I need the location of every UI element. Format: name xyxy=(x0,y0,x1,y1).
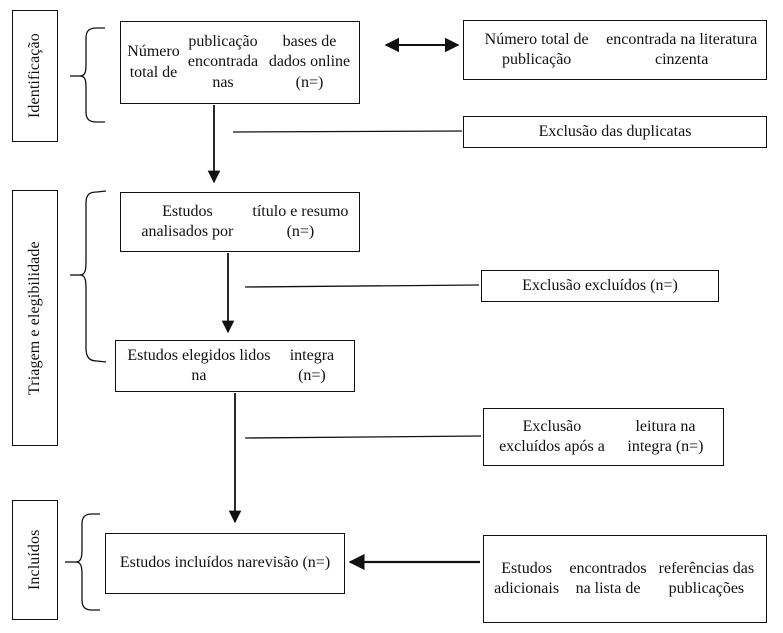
stage-label-identificacao: Identificação xyxy=(12,10,58,142)
node-additional-references: Estudos adicionais encontrados na lista … xyxy=(483,535,767,623)
node-excluded-screening: Exclusão excluídos (n=) xyxy=(481,270,719,302)
node-fulltext-read-line-2: integra (n=) xyxy=(289,346,335,384)
node-additional-references-line-1: Estudos adicionais xyxy=(494,559,560,597)
node-excluded-fulltext-line-1: Exclusão excluídos após a xyxy=(499,417,605,455)
stage-label-incluidos: Incluídos xyxy=(12,500,58,620)
node-duplicates-excluded: Exclusão das duplicatas xyxy=(463,116,767,148)
node-additional-references-line-3: referências das publicações xyxy=(658,559,755,597)
node-duplicates-excluded-line-1: Exclusão das duplicatas xyxy=(538,122,692,140)
node-excluded-fulltext-line-2: leitura na integra (n=) xyxy=(627,417,704,455)
node-fulltext-read: Estudos elegidos lidos na integra (n=) xyxy=(115,340,355,392)
node-screened-title-abstract-line-1: Estudos analisados por xyxy=(141,202,234,240)
connector-fulltext-to-excluded xyxy=(244,435,482,439)
node-excluded-screening-line-1: Exclusão excluídos (n=) xyxy=(522,276,678,294)
node-screened-title-abstract: Estudos analisados por título e resumo (… xyxy=(120,192,360,252)
node-included-review: Estudos incluídos na revisão (n=) xyxy=(105,533,345,594)
node-fulltext-read-line-1: Estudos elegidos lidos na xyxy=(127,346,271,384)
node-online-databases-line-2: publicação encontrada nas xyxy=(187,32,259,91)
brace-identificacao xyxy=(70,27,105,123)
connector-databases-to-duplicates xyxy=(232,130,463,133)
node-online-databases: Número total de publicação encontrada na… xyxy=(120,21,360,104)
node-included-review-line-2: revisão (n=) xyxy=(252,554,331,572)
node-grey-literature-line-1: Número total de publicação xyxy=(484,30,589,68)
node-online-databases-line-1: Número total de xyxy=(127,43,180,81)
node-online-databases-line-3: bases de dados online (n=) xyxy=(268,32,351,91)
node-included-review-line-1: Estudos incluídos na xyxy=(119,554,253,572)
stage-label-triagem-elegibilidade: Triagem e elegibilidade xyxy=(12,190,58,446)
brace-triagem-elegibilidade xyxy=(70,190,107,363)
node-grey-literature: Número total de publicação encontrada na… xyxy=(463,20,767,80)
node-grey-literature-line-2: encontrada na literatura cinzenta xyxy=(606,30,758,68)
node-excluded-fulltext: Exclusão excluídos após a leitura na int… xyxy=(483,408,724,466)
brace-incluidos xyxy=(65,513,100,611)
node-additional-references-line-2: encontrados na lista de xyxy=(569,559,647,597)
connector-screening-to-excluded xyxy=(244,284,480,288)
node-screened-title-abstract-line-2: título e resumo (n=) xyxy=(252,202,349,240)
